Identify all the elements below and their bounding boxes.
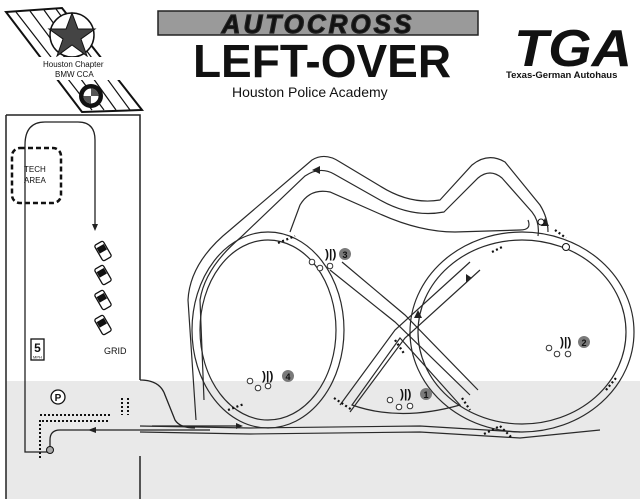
- parking-sign: P: [50, 389, 66, 405]
- club-line1: Houston Chapter: [43, 60, 104, 69]
- worker-station-4: )|) 4: [246, 369, 294, 392]
- speed-limit-value: 5: [34, 341, 41, 355]
- course-arrows: [312, 166, 549, 318]
- title-top: AUTOCROSS: [221, 9, 415, 39]
- station-number: 2: [581, 338, 586, 348]
- tech-area-line1: TECH: [24, 165, 46, 174]
- grid-car-icon: [94, 240, 112, 262]
- start-marker-icon: [46, 446, 54, 454]
- right-oval-inner: [417, 239, 627, 425]
- crossover-a: [329, 269, 471, 396]
- grid-car-icon: [94, 314, 112, 336]
- sponsor-logo: TGA: [514, 20, 632, 78]
- station-number: 4: [285, 372, 290, 382]
- course-arrow-icon: [312, 166, 320, 174]
- bmw-roundel-icon: [79, 84, 103, 108]
- tech-area-line2: AREA: [24, 176, 46, 185]
- svg-text:)|): )|): [400, 387, 411, 401]
- svg-text:)|): )|): [325, 247, 336, 261]
- grid-cars: [94, 240, 112, 336]
- bottom-straight-inner: [139, 425, 521, 433]
- worker-station-3: )|) 3: [308, 247, 351, 272]
- right-oval-outer: [409, 231, 635, 433]
- grid-label: GRID: [104, 346, 127, 356]
- speed-limit-unit: MPH: [33, 355, 42, 360]
- club-badge: Houston Chapter BMW CCA: [4, 6, 145, 114]
- paddock-shaded-area: [6, 381, 640, 499]
- grid-car-icon: [94, 264, 112, 286]
- parking-label: P: [55, 393, 62, 404]
- texas-star-icon: [47, 11, 97, 58]
- center-triangle: [351, 337, 462, 415]
- lane-arrow-icon: [92, 224, 98, 231]
- top-infield-loop: [289, 190, 530, 233]
- timing-marker-icon: [562, 243, 570, 251]
- speed-limit-sign: 5 MPH: [30, 338, 45, 361]
- course-arrow-icon: [466, 274, 472, 282]
- crossover-d: [349, 269, 481, 413]
- station-badge: [578, 336, 590, 348]
- title-banner: AUTOCROSS LEFT-OVER: [157, 8, 479, 87]
- station-badge: [339, 248, 351, 260]
- cone-rows: [39, 398, 129, 460]
- course-outer-boundary: [187, 155, 549, 421]
- venue-label: Houston Police Academy: [232, 84, 388, 100]
- tech-area-box: [10, 146, 63, 205]
- left-oval-inner: [199, 239, 337, 421]
- svg-text:)|): )|): [262, 369, 273, 383]
- sponsor-logo-text: TGA: [514, 20, 632, 78]
- cone-gates: [227, 229, 617, 439]
- station-badge: [420, 388, 432, 400]
- course-inner-boundary: [199, 169, 539, 401]
- grid-car-icon: [94, 289, 112, 311]
- crossover-c: [339, 261, 471, 406]
- worker-station-2: )|) 2: [545, 335, 590, 358]
- station-badge: [282, 370, 294, 382]
- sponsor-caption: Texas-German Autohaus: [506, 70, 618, 81]
- timing-marker-icon: [537, 218, 545, 226]
- club-line2: BMW CCA: [55, 70, 94, 79]
- course-arrow-icon: [414, 310, 422, 318]
- finish-arrow-icon: [88, 427, 96, 433]
- bottom-straight-outer: [139, 429, 601, 439]
- course: [139, 155, 635, 439]
- station-number: 3: [342, 250, 347, 260]
- paddock-lane: [24, 121, 96, 453]
- title-main: LEFT-OVER: [193, 35, 451, 87]
- station-number: 1: [423, 390, 428, 400]
- worker-station-1: )|) 1: [386, 387, 432, 411]
- svg-text:)|): )|): [560, 335, 571, 349]
- crossover-b: [341, 261, 479, 391]
- paddock: [5, 114, 141, 499]
